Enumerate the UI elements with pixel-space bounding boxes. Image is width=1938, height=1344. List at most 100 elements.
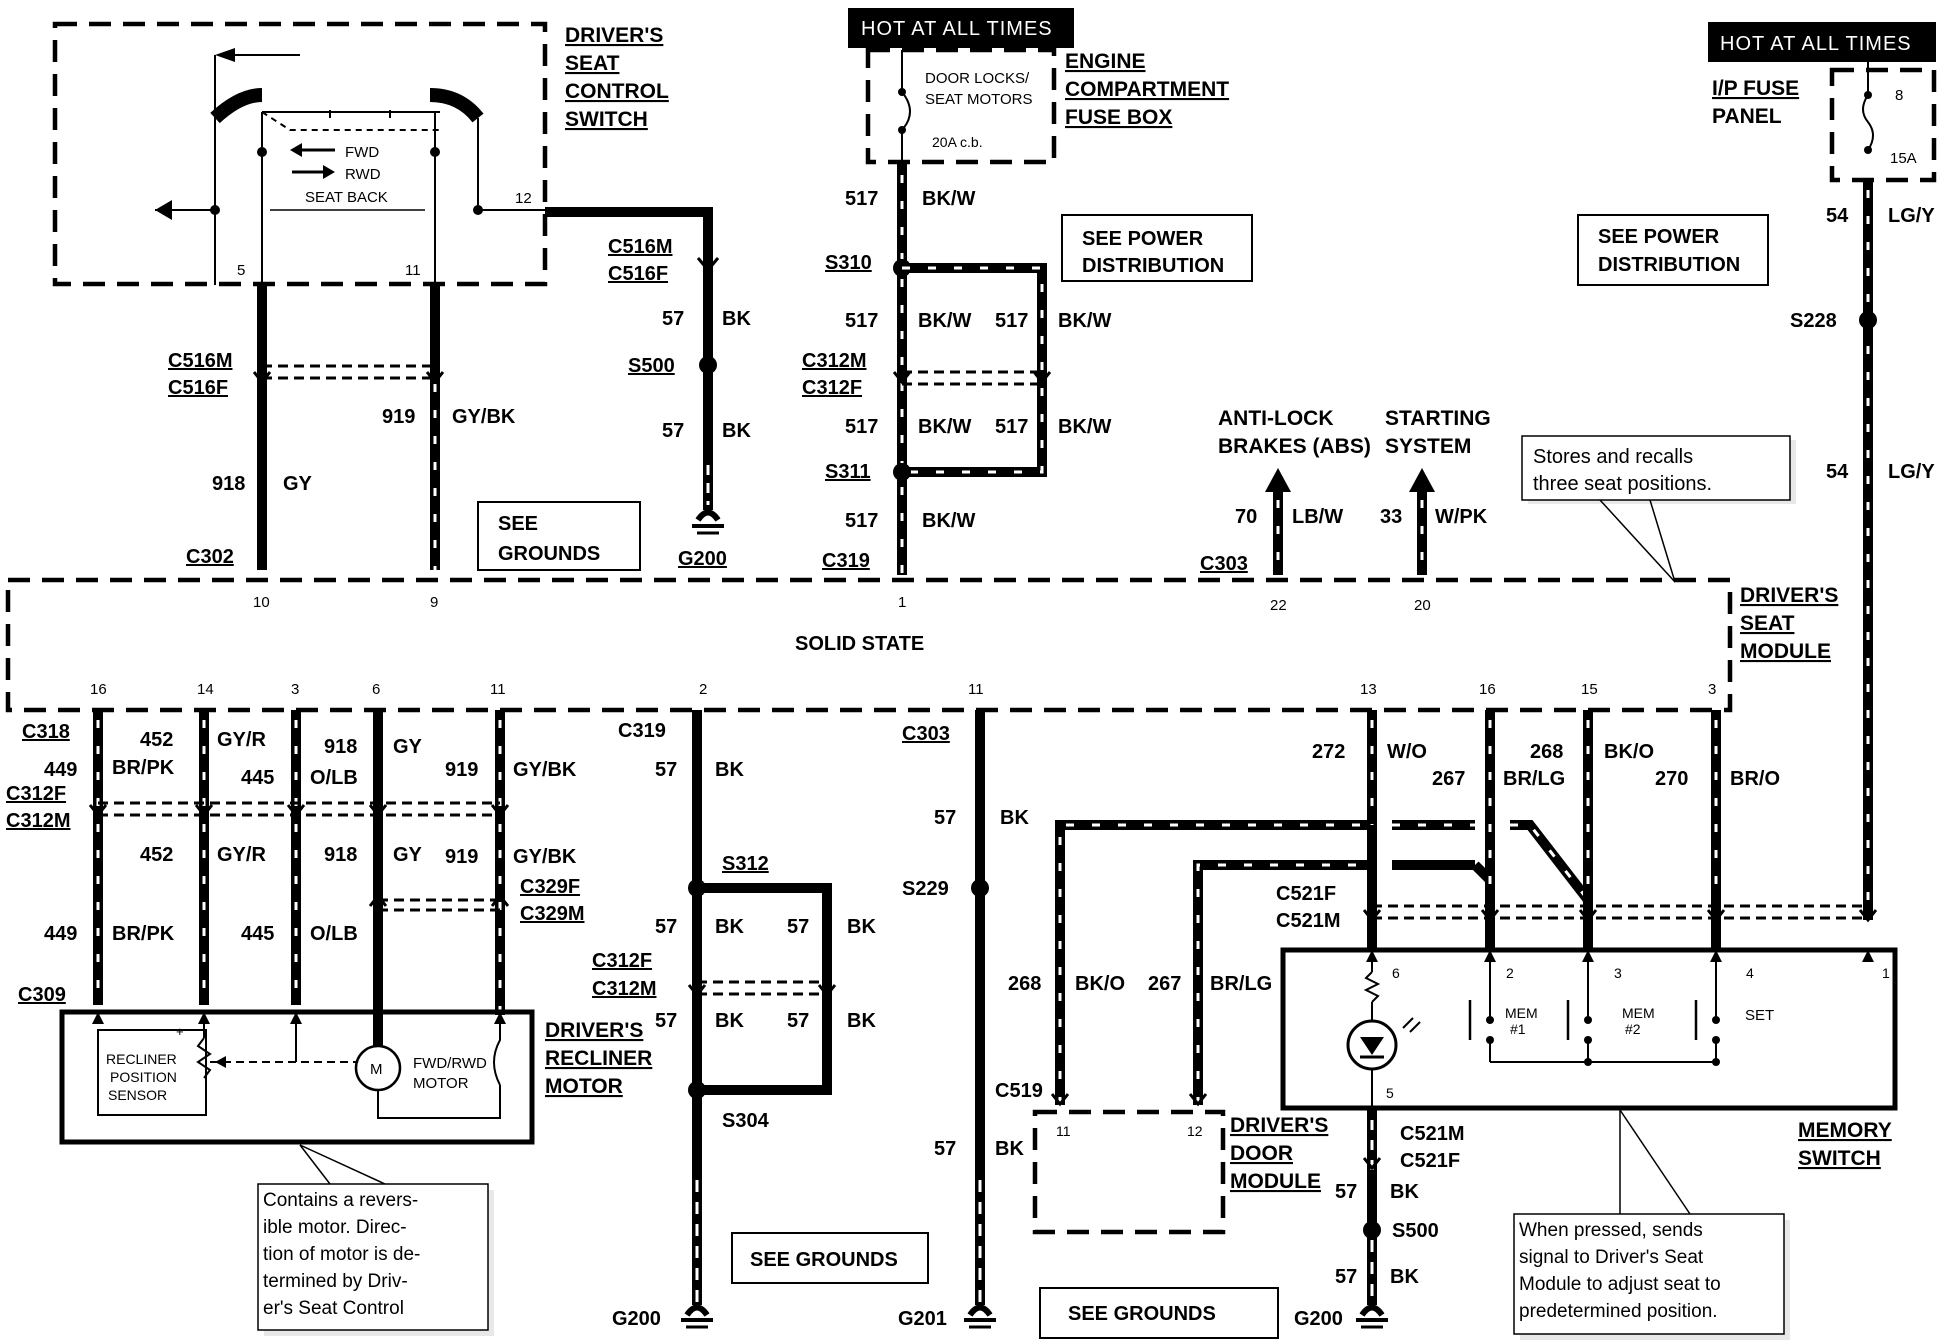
- door-title-line2: DOOR: [1230, 1142, 1293, 1165]
- wire-57-g-color: BK: [847, 1010, 876, 1032]
- wire-57-d-num: 57: [655, 916, 677, 938]
- wire-270-num: 270: [1655, 768, 1688, 790]
- recliner-title-line1: DRIVER'S: [545, 1019, 643, 1042]
- g200-top: G200: [678, 548, 727, 570]
- fuse-door-locks-line2: SEAT MOTORS: [925, 91, 1033, 108]
- fuse-door-locks-line1: DOOR LOCKS/: [925, 70, 1030, 87]
- g201-wire: [964, 710, 996, 1329]
- fwd-rwd-motor-line2: MOTOR: [413, 1075, 469, 1092]
- wire-272-num: 272: [1312, 741, 1345, 763]
- g201-label: G201: [898, 1308, 947, 1330]
- wire-54-b-num: 54: [1826, 461, 1849, 483]
- pressed-note-2: signal to Driver's Seat: [1519, 1247, 1704, 1268]
- stores-note-line2: three seat positions.: [1533, 473, 1712, 495]
- set-label: SET: [1745, 1007, 1774, 1024]
- rev-note-5: er's Seat Control: [263, 1298, 404, 1319]
- wire-918-b-color: GY: [393, 736, 423, 758]
- c303-bottom: C303: [902, 723, 950, 745]
- wire-919-num: 919: [382, 406, 415, 428]
- wire-57-h-color: BK: [1000, 807, 1029, 829]
- mem2-line1: MEM: [1622, 1005, 1655, 1021]
- pin-3-left: 3: [291, 681, 299, 698]
- switch-title-line4: SWITCH: [565, 108, 648, 131]
- see-grounds-box-2: SEE GROUNDS: [731, 1232, 929, 1284]
- abs-starting-outputs: ANTI-LOCK BRAKES (ABS) STARTING SYSTEM 7…: [1200, 407, 1491, 575]
- c312m-top: C312M: [802, 350, 866, 372]
- pin-11-mid: 11: [968, 681, 984, 698]
- pin-16-right: 16: [1479, 681, 1496, 698]
- efb-line3: FUSE BOX: [1065, 106, 1172, 129]
- mem-pin-4: 4: [1746, 965, 1754, 981]
- sensor-line1: RECLINER: [106, 1051, 177, 1067]
- starting-line1: STARTING: [1385, 407, 1491, 430]
- wire-57-j-color: BK: [1390, 1181, 1419, 1203]
- wire-517-e-color: BK/W: [1058, 416, 1111, 438]
- c516m-left: C516M: [168, 350, 232, 372]
- wire-57-f-color: BK: [715, 1010, 744, 1032]
- wire-918-b-num: 918: [324, 736, 357, 758]
- pin-3-right: 3: [1708, 681, 1716, 698]
- switch-fwd-label: FWD: [345, 144, 379, 161]
- wire-267-b-num: 267: [1432, 768, 1465, 790]
- dsm-line1: DRIVER'S: [1740, 584, 1838, 607]
- switch-seat-back-label: SEAT BACK: [305, 189, 388, 206]
- c312f-bottom: C312F: [592, 950, 652, 972]
- pin-1: 1: [898, 594, 906, 611]
- memory-switch: 6 2 3 4 1 5 MEM #1 MEM #2 SET: [1280, 947, 1898, 1111]
- recliner-wires: [88, 710, 510, 1050]
- mem1-line1: MEM: [1505, 1005, 1538, 1021]
- wire-70-num: 70: [1235, 506, 1257, 528]
- wire-54-a-num: 54: [1826, 205, 1849, 227]
- motor-m: M: [370, 1061, 383, 1078]
- wire-267-color: BR/LG: [1210, 973, 1272, 995]
- c319-top: C319: [822, 550, 870, 572]
- starting-line2: SYSTEM: [1385, 435, 1471, 458]
- wire-57-e-num: 57: [787, 916, 809, 938]
- wire-445-a-color: O/LB: [310, 767, 358, 789]
- c329f-label: C329F: [520, 876, 580, 898]
- see-grounds-1-line1: SEE: [498, 513, 538, 535]
- pin-22: 22: [1270, 597, 1287, 614]
- center-ground-wires: [681, 710, 837, 1329]
- wire-268-b-num: 268: [1530, 741, 1563, 763]
- s228-label: S228: [1790, 310, 1837, 332]
- rev-note-4: termined by Driv-: [263, 1271, 408, 1292]
- c516f-left: C516F: [168, 377, 228, 399]
- wire-70-color: LB/W: [1292, 506, 1343, 528]
- mem-pin-5: 5: [1386, 1085, 1394, 1101]
- wire-57-k-num: 57: [1335, 1266, 1357, 1288]
- sensor-line2: POSITION: [110, 1069, 177, 1085]
- recliner-title-line3: MOTOR: [545, 1075, 623, 1098]
- see-grounds-box-1: SEE GROUNDS: [477, 501, 641, 571]
- wire-449-b-color: BR/PK: [112, 923, 175, 945]
- ip-fuse-line1: I/P FUSE: [1712, 77, 1799, 100]
- ground-symbol-g200-top: [692, 509, 724, 535]
- mem-pin-1: 1: [1882, 965, 1890, 981]
- mem-pin-3: 3: [1614, 965, 1622, 981]
- wire-272-color: W/O: [1387, 741, 1427, 763]
- wire-918-num: 918: [212, 473, 245, 495]
- pressed-note-3: Module to adjust seat to: [1519, 1274, 1721, 1295]
- sensor-line3: SENSOR: [108, 1087, 167, 1103]
- rev-note-1: Contains a revers-: [263, 1190, 418, 1211]
- wire-57-i-color: BK: [995, 1138, 1024, 1160]
- wire-449-b-num: 449: [44, 923, 77, 945]
- wire-517-c-color: BK/W: [1058, 310, 1111, 332]
- dsm-line3: MODULE: [1740, 640, 1831, 663]
- door-title-line1: DRIVER'S: [1230, 1114, 1328, 1137]
- mem2-line2: #2: [1625, 1021, 1641, 1037]
- fuse-8: 8: [1895, 87, 1903, 104]
- fuse-20a: 20A c.b.: [932, 134, 983, 150]
- efb-line2: COMPARTMENT: [1065, 78, 1229, 101]
- wire-517-e-num: 517: [995, 416, 1028, 438]
- wire-57-e-color: BK: [847, 916, 876, 938]
- switch-title-line1: DRIVER'S: [565, 24, 663, 47]
- spd2-line2: DISTRIBUTION: [1598, 254, 1740, 276]
- c319-bottom: C319: [618, 720, 666, 742]
- switch-rwd-label: RWD: [345, 166, 381, 183]
- wire-452-b-num: 452: [140, 844, 173, 866]
- pin-9: 9: [430, 594, 438, 611]
- c516f-right: C516F: [608, 263, 668, 285]
- wire-452-a-color: GY/R: [217, 729, 266, 751]
- recliner-plus: +: [176, 1024, 184, 1039]
